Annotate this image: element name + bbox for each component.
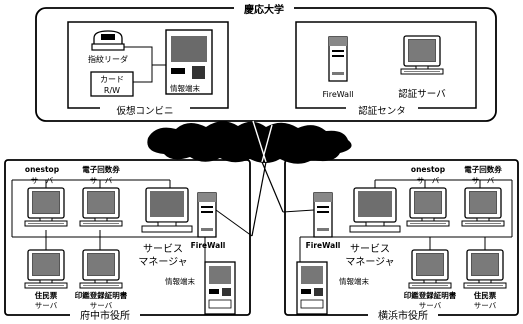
card-rw-box — [90, 71, 134, 97]
fingerprint-reader-icon — [91, 30, 125, 51]
fuchu-eticket-server-icon — [79, 187, 123, 227]
fingerprint-reader-label: 指紋リーダ — [88, 54, 128, 64]
fuchu-resident-sub: サーバ — [35, 301, 58, 310]
yokohama-caption: 横浜市役所 — [378, 309, 428, 322]
card-rw-label-1: カード — [100, 75, 124, 84]
yokohama-service-manager-1: サービス — [350, 243, 390, 255]
university-group: 慶応大学 指紋リーダ カード R/W — [35, 3, 497, 122]
fuchu-service-manager-2: マネージャ — [138, 256, 187, 268]
fuchu-info-terminal-icon — [204, 261, 236, 315]
yokohama-eticket-label: 電子回数券 — [464, 164, 502, 174]
internet-cloud — [147, 120, 352, 237]
yokohama-eticket-server-icon — [461, 187, 505, 227]
fuchu-city-office: onestop サーバ 電子回数券 サーバ 住民票 サーバ 印鑑登録証明書 サー… — [4, 159, 253, 322]
uni-firewall-icon — [328, 36, 348, 82]
yokohama-seal-server-icon — [408, 249, 452, 289]
card-rw-label-2: R/W — [104, 86, 120, 95]
yokohama-firewall-icon — [313, 192, 333, 238]
yokohama-seal-sub: サーバ — [419, 301, 442, 310]
yokohama-eticket-sub: サーバ — [472, 176, 495, 185]
yokohama-service-manager-2: マネージャ — [345, 256, 394, 268]
yokohama-city-office: onestop サーバ 電子回数券 サーバ 印鑑登録証明書 サーバ 住民票 サー… — [282, 159, 519, 322]
auth-center-caption: 認証センタ — [358, 105, 406, 117]
yokohama-firewall-label: FireWall — [306, 241, 341, 250]
uni-info-terminal-label: 情報端末 — [170, 83, 200, 93]
fuchu-resident-label: 住民票 — [35, 290, 58, 300]
yokohama-info-terminal-icon — [296, 261, 328, 315]
yokohama-onestop-sub: サーバ — [417, 176, 440, 185]
fuchu-eticket-sub: サーバ — [90, 176, 113, 185]
auth-center: FireWall 認証サーバ 認証センタ — [295, 21, 477, 117]
yokohama-resident-sub: サーバ — [474, 301, 497, 310]
fuchu-service-manager-icon — [141, 187, 193, 233]
virtual-convenience-caption: 仮想コンビニ — [116, 105, 173, 117]
yokohama-resident-server-icon — [463, 249, 507, 289]
yokohama-onestop-label: onestop — [411, 165, 446, 174]
fuchu-onestop-server-icon — [24, 187, 68, 227]
fuchu-onestop-sub: サーバ — [31, 176, 54, 185]
university-title: 慶応大学 — [244, 3, 284, 16]
fuchu-firewall-icon — [197, 192, 217, 238]
fuchu-seal-sub: サーバ — [90, 301, 113, 310]
uni-firewall-label: FireWall — [322, 90, 353, 99]
fuchu-firewall-label: FireWall — [191, 241, 226, 250]
yokohama-onestop-server-icon — [406, 187, 450, 227]
yokohama-seal-label: 印鑑登録証明書 — [404, 290, 457, 300]
fuchu-eticket-label: 電子回数券 — [82, 164, 120, 174]
fuchu-seal-server-icon — [79, 249, 123, 289]
auth-server-label: 認証サーバ — [398, 88, 446, 100]
fuchu-resident-server-icon — [24, 249, 68, 289]
auth-server-icon — [400, 35, 444, 75]
virtual-convenience-store: 指紋リーダ カード R/W 情報端末 仮想コンビニ — [67, 21, 229, 117]
uni-info-terminal-icon — [165, 29, 213, 95]
fuchu-service-manager-1: サービス — [143, 243, 183, 255]
yokohama-info-terminal-label: 情報端末 — [339, 276, 369, 286]
yokohama-service-manager-icon — [349, 187, 401, 233]
yokohama-resident-label: 住民票 — [474, 290, 497, 300]
fuchu-seal-label: 印鑑登録証明書 — [75, 290, 128, 300]
fuchu-onestop-label: onestop — [25, 165, 60, 174]
fuchu-info-terminal-label: 情報端末 — [165, 276, 195, 286]
fuchu-caption: 府中市役所 — [80, 309, 130, 322]
